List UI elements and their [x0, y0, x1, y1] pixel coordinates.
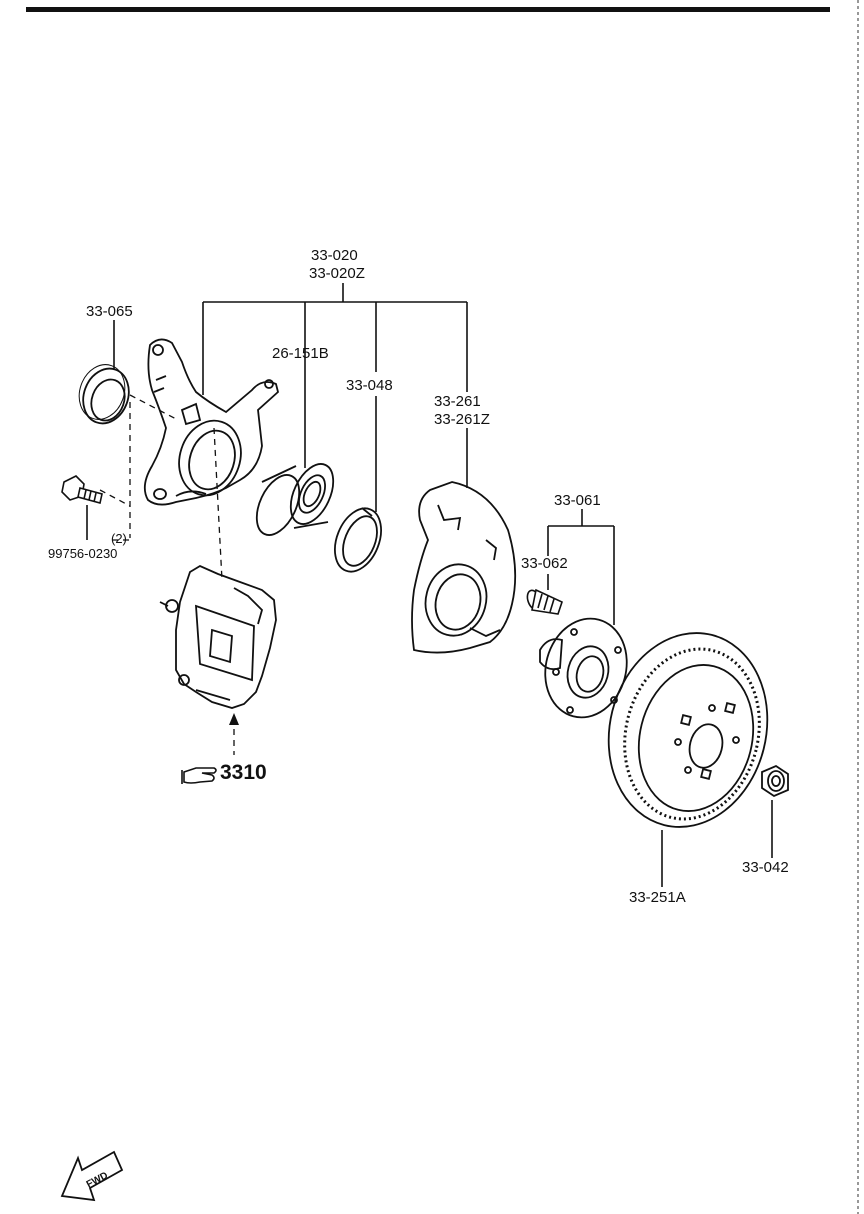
reference-arrow-head — [229, 713, 239, 725]
label-hub-assembly: 33-061 — [554, 492, 601, 509]
pointing-hand-icon — [181, 767, 217, 784]
dust-cover-part — [411, 481, 517, 654]
reference-label: 3310 — [220, 761, 267, 784]
label-brake-disc: 33-251A — [629, 889, 686, 906]
label-dust-seal: 33-065 — [86, 303, 133, 320]
hub-part — [539, 617, 628, 719]
snap-ring-part — [334, 507, 382, 573]
alignment-dashes — [99, 394, 235, 755]
label-dust-cover-1: 33-261 — [434, 393, 481, 410]
wheel-bearing-part — [255, 463, 335, 536]
brake-disc-part — [607, 632, 769, 828]
top-border — [26, 7, 830, 12]
label-wheel-bearing: 26-151B — [272, 345, 329, 362]
label-knuckle-assembly-1: 33-020 — [311, 247, 358, 264]
label-snap-ring: 33-048 — [346, 377, 393, 394]
steering-knuckle-part — [143, 338, 280, 506]
label-lock-nut: 33-042 — [742, 859, 789, 876]
assembly-bracket — [202, 283, 468, 512]
lock-nut-part — [761, 764, 789, 798]
brake-caliper-part — [159, 564, 277, 709]
label-dust-cover-2: 33-261Z — [434, 411, 490, 428]
knuckle-bolt-part — [61, 475, 103, 504]
hub-bracket — [547, 509, 615, 625]
hub-bolt-part — [526, 588, 563, 615]
label-knuckle-assembly-2: 33-020Z — [309, 265, 365, 282]
forward-arrow-icon: FWD — [60, 1150, 124, 1202]
label-knuckle-bolt: 99756-0230 — [48, 546, 118, 561]
label-knuckle-bolt-qty: (2) — [111, 531, 127, 546]
label-hub-bolt: 33-062 — [521, 555, 568, 572]
dust-seal-part — [78, 364, 130, 425]
